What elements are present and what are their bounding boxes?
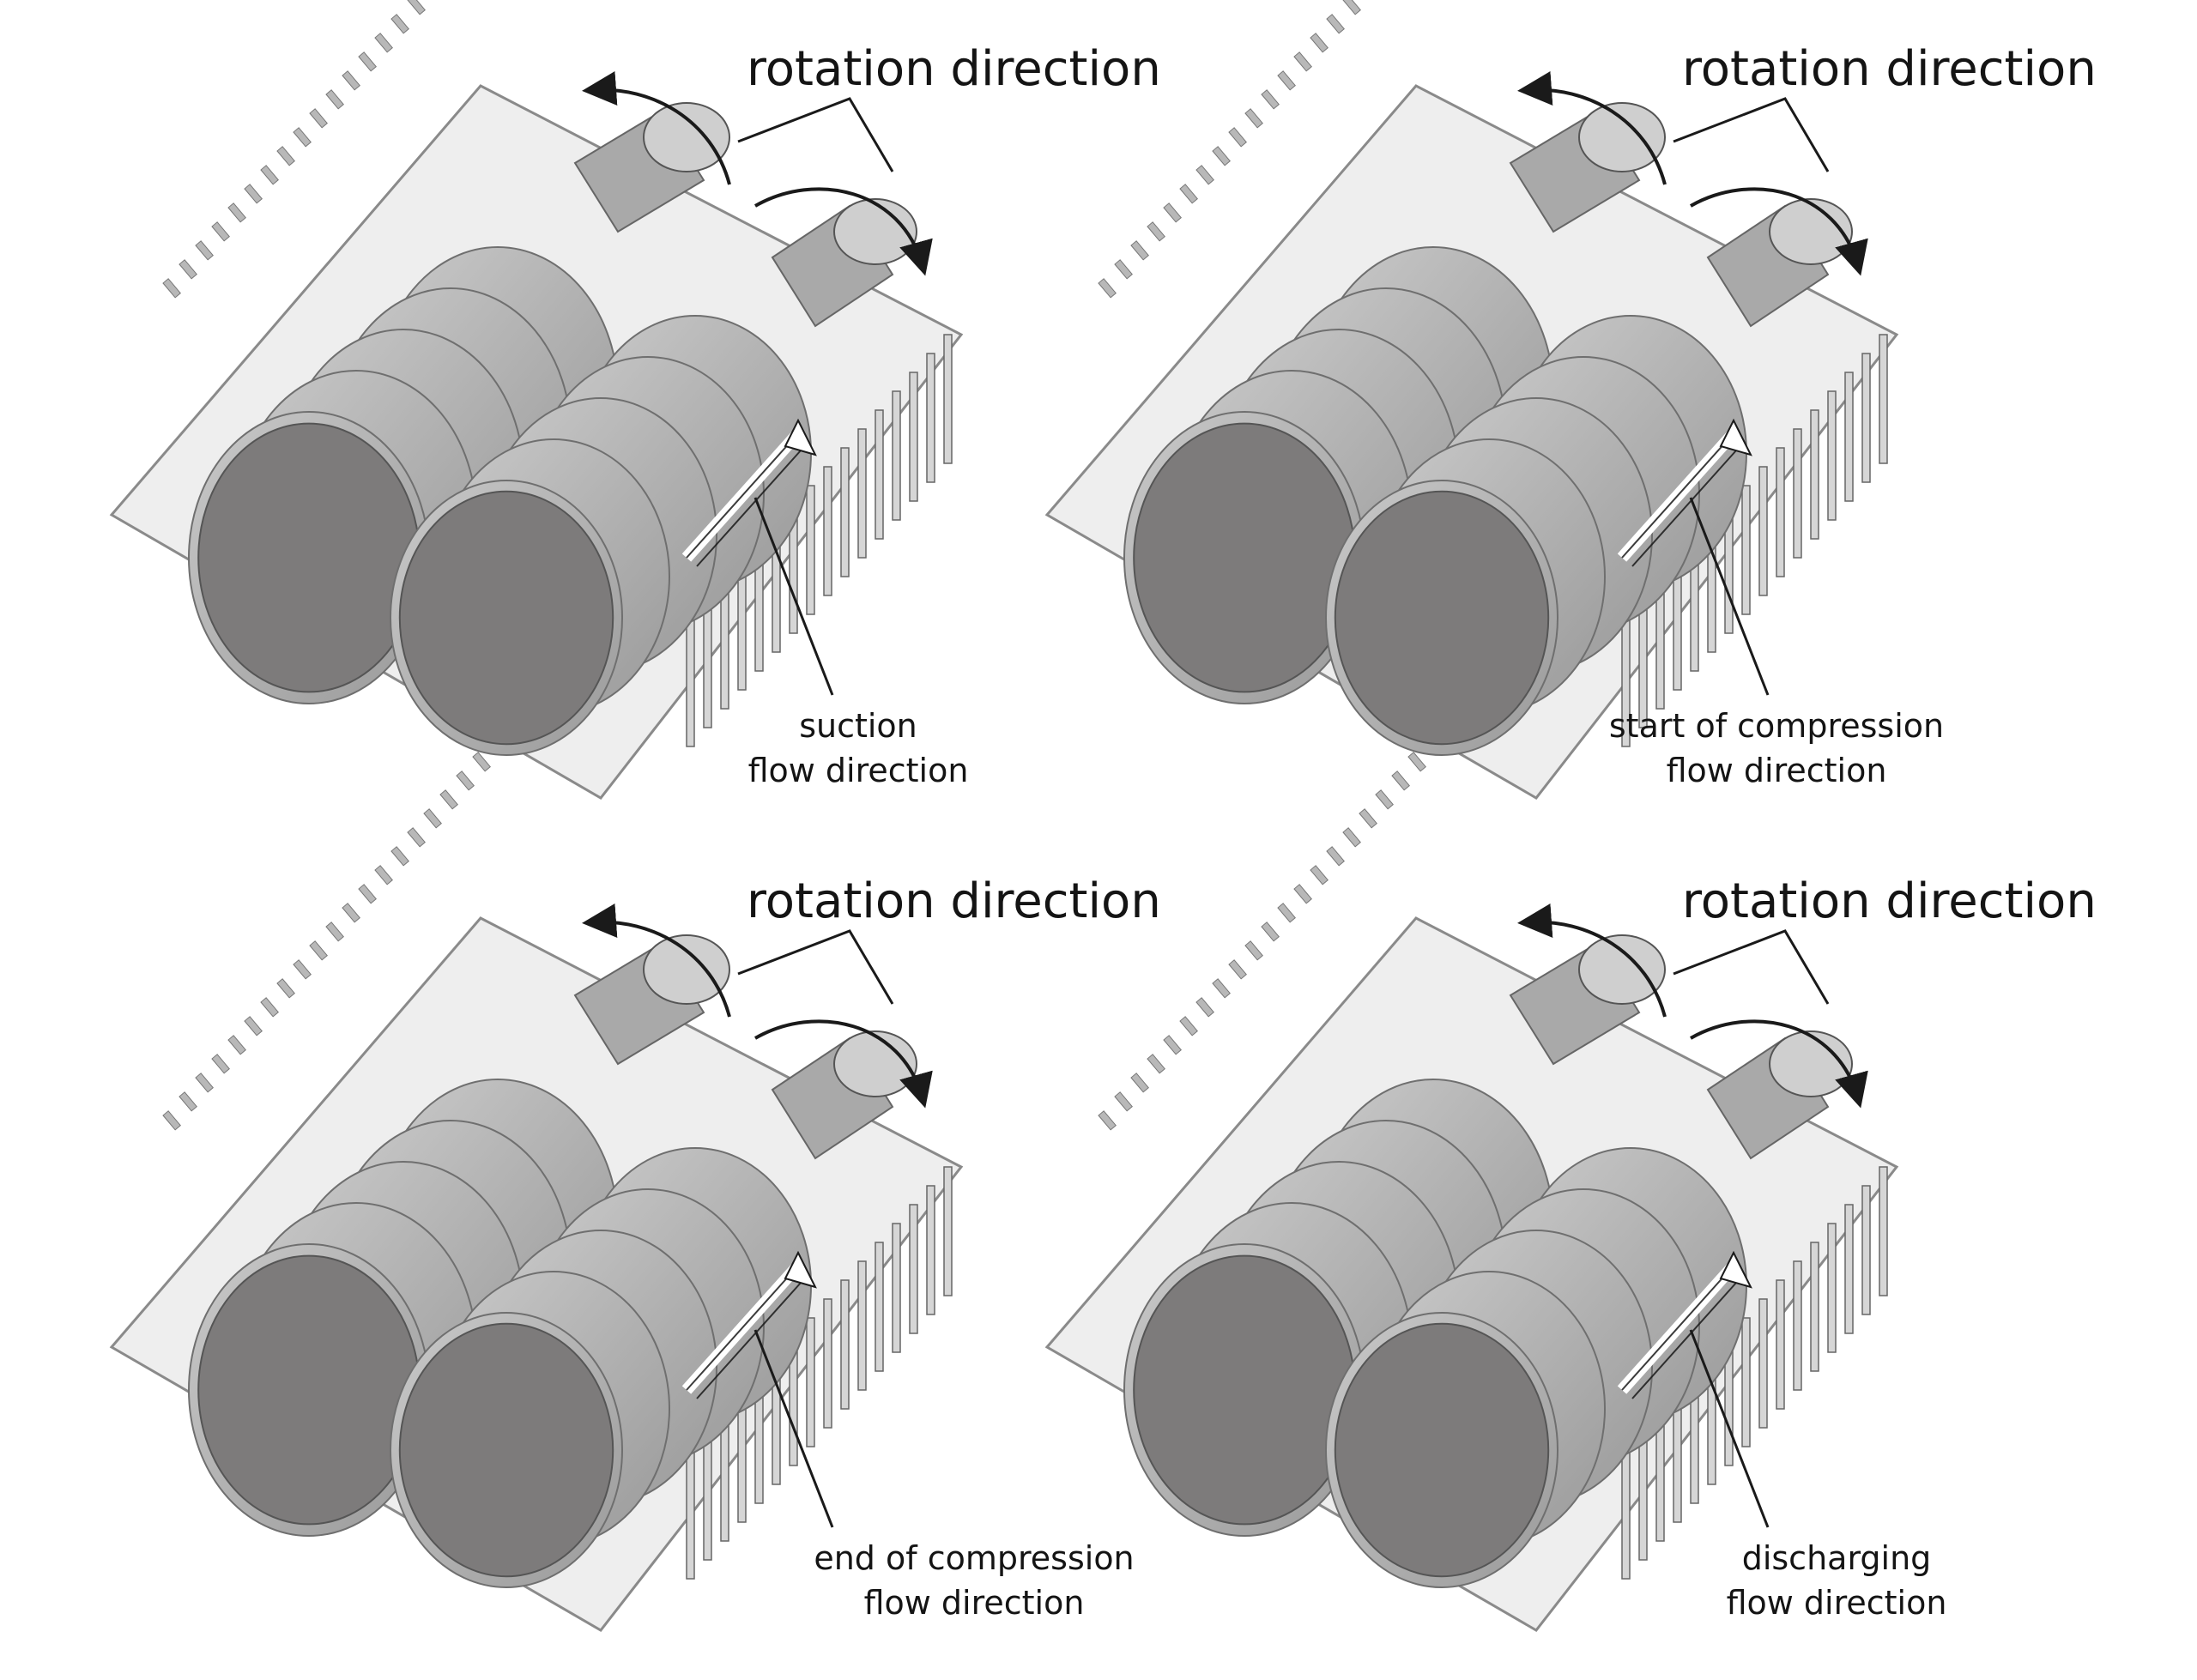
flow-arrow-icon <box>681 418 817 567</box>
twin-rotors <box>188 1079 812 1588</box>
compressor-illustration <box>1044 752 1899 1632</box>
cooling-fins <box>686 334 953 747</box>
flow-direction-text: flow direction <box>863 1584 1085 1622</box>
rotation-arrow-icon <box>1517 71 1667 185</box>
rotation-arrow-icon <box>754 1019 933 1109</box>
panel-end-of-compression: rotation direction end of compression flow… <box>0 752 1161 1672</box>
rotation-direction-label: rotation direction <box>1682 873 2097 929</box>
rotor-shafts <box>573 934 917 1160</box>
flow-stage-text: start of compression <box>1608 707 1945 745</box>
panel-start-of-compression: rotation direction start of compression fl… <box>935 0 2097 840</box>
panel-discharging: rotation direction discharging flow direct… <box>935 752 2097 1672</box>
rotor-shafts <box>1509 102 1853 328</box>
rotation-arrow-icon <box>582 71 731 185</box>
compressor-illustration <box>109 752 964 1632</box>
twin-rotors <box>188 246 812 756</box>
cooling-fins <box>686 1166 953 1580</box>
flow-direction-label: end of compression flow direction <box>785 1536 1163 1625</box>
rotor-shafts <box>1509 934 1853 1160</box>
flow-direction-label: discharging flow direction <box>1648 1536 2025 1625</box>
rotation-arrow-icon <box>1517 903 1667 1018</box>
flow-direction-text: flow direction <box>1666 752 1887 789</box>
flow-stage-text: discharging <box>1741 1539 1932 1577</box>
flow-direction-text: flow direction <box>747 752 969 789</box>
rotation-direction-label: rotation direction <box>747 41 1161 97</box>
rotation-arrow-icon <box>1690 1019 1868 1109</box>
flow-stage-text: end of compression <box>814 1539 1135 1577</box>
twin-rotors <box>1123 246 1747 756</box>
flow-stage-text: suction <box>799 707 917 745</box>
compressor-illustration <box>1044 0 1899 800</box>
rotation-arrow-icon <box>582 903 731 1018</box>
rotation-direction-label: rotation direction <box>1682 41 2097 97</box>
flow-direction-label: suction flow direction <box>669 704 1047 793</box>
twin-rotors <box>1123 1079 1747 1588</box>
flow-direction-label: start of compression flow direction <box>1588 704 1965 793</box>
flow-arrow-icon <box>1617 1250 1752 1399</box>
compressor-illustration <box>109 0 964 800</box>
panel-suction: rotation direction suction flow direction <box>0 0 1161 840</box>
cooling-fins <box>1621 334 1888 747</box>
rotation-arrow-icon <box>1690 187 1868 276</box>
rotor-shafts <box>573 102 917 328</box>
rotation-arrow-icon <box>754 187 933 276</box>
flow-arrow-icon <box>681 1250 817 1399</box>
rotation-direction-label: rotation direction <box>747 873 1161 929</box>
flow-arrow-icon <box>1617 418 1752 567</box>
flow-direction-text: flow direction <box>1726 1584 1947 1622</box>
cooling-fins <box>1621 1166 1888 1580</box>
